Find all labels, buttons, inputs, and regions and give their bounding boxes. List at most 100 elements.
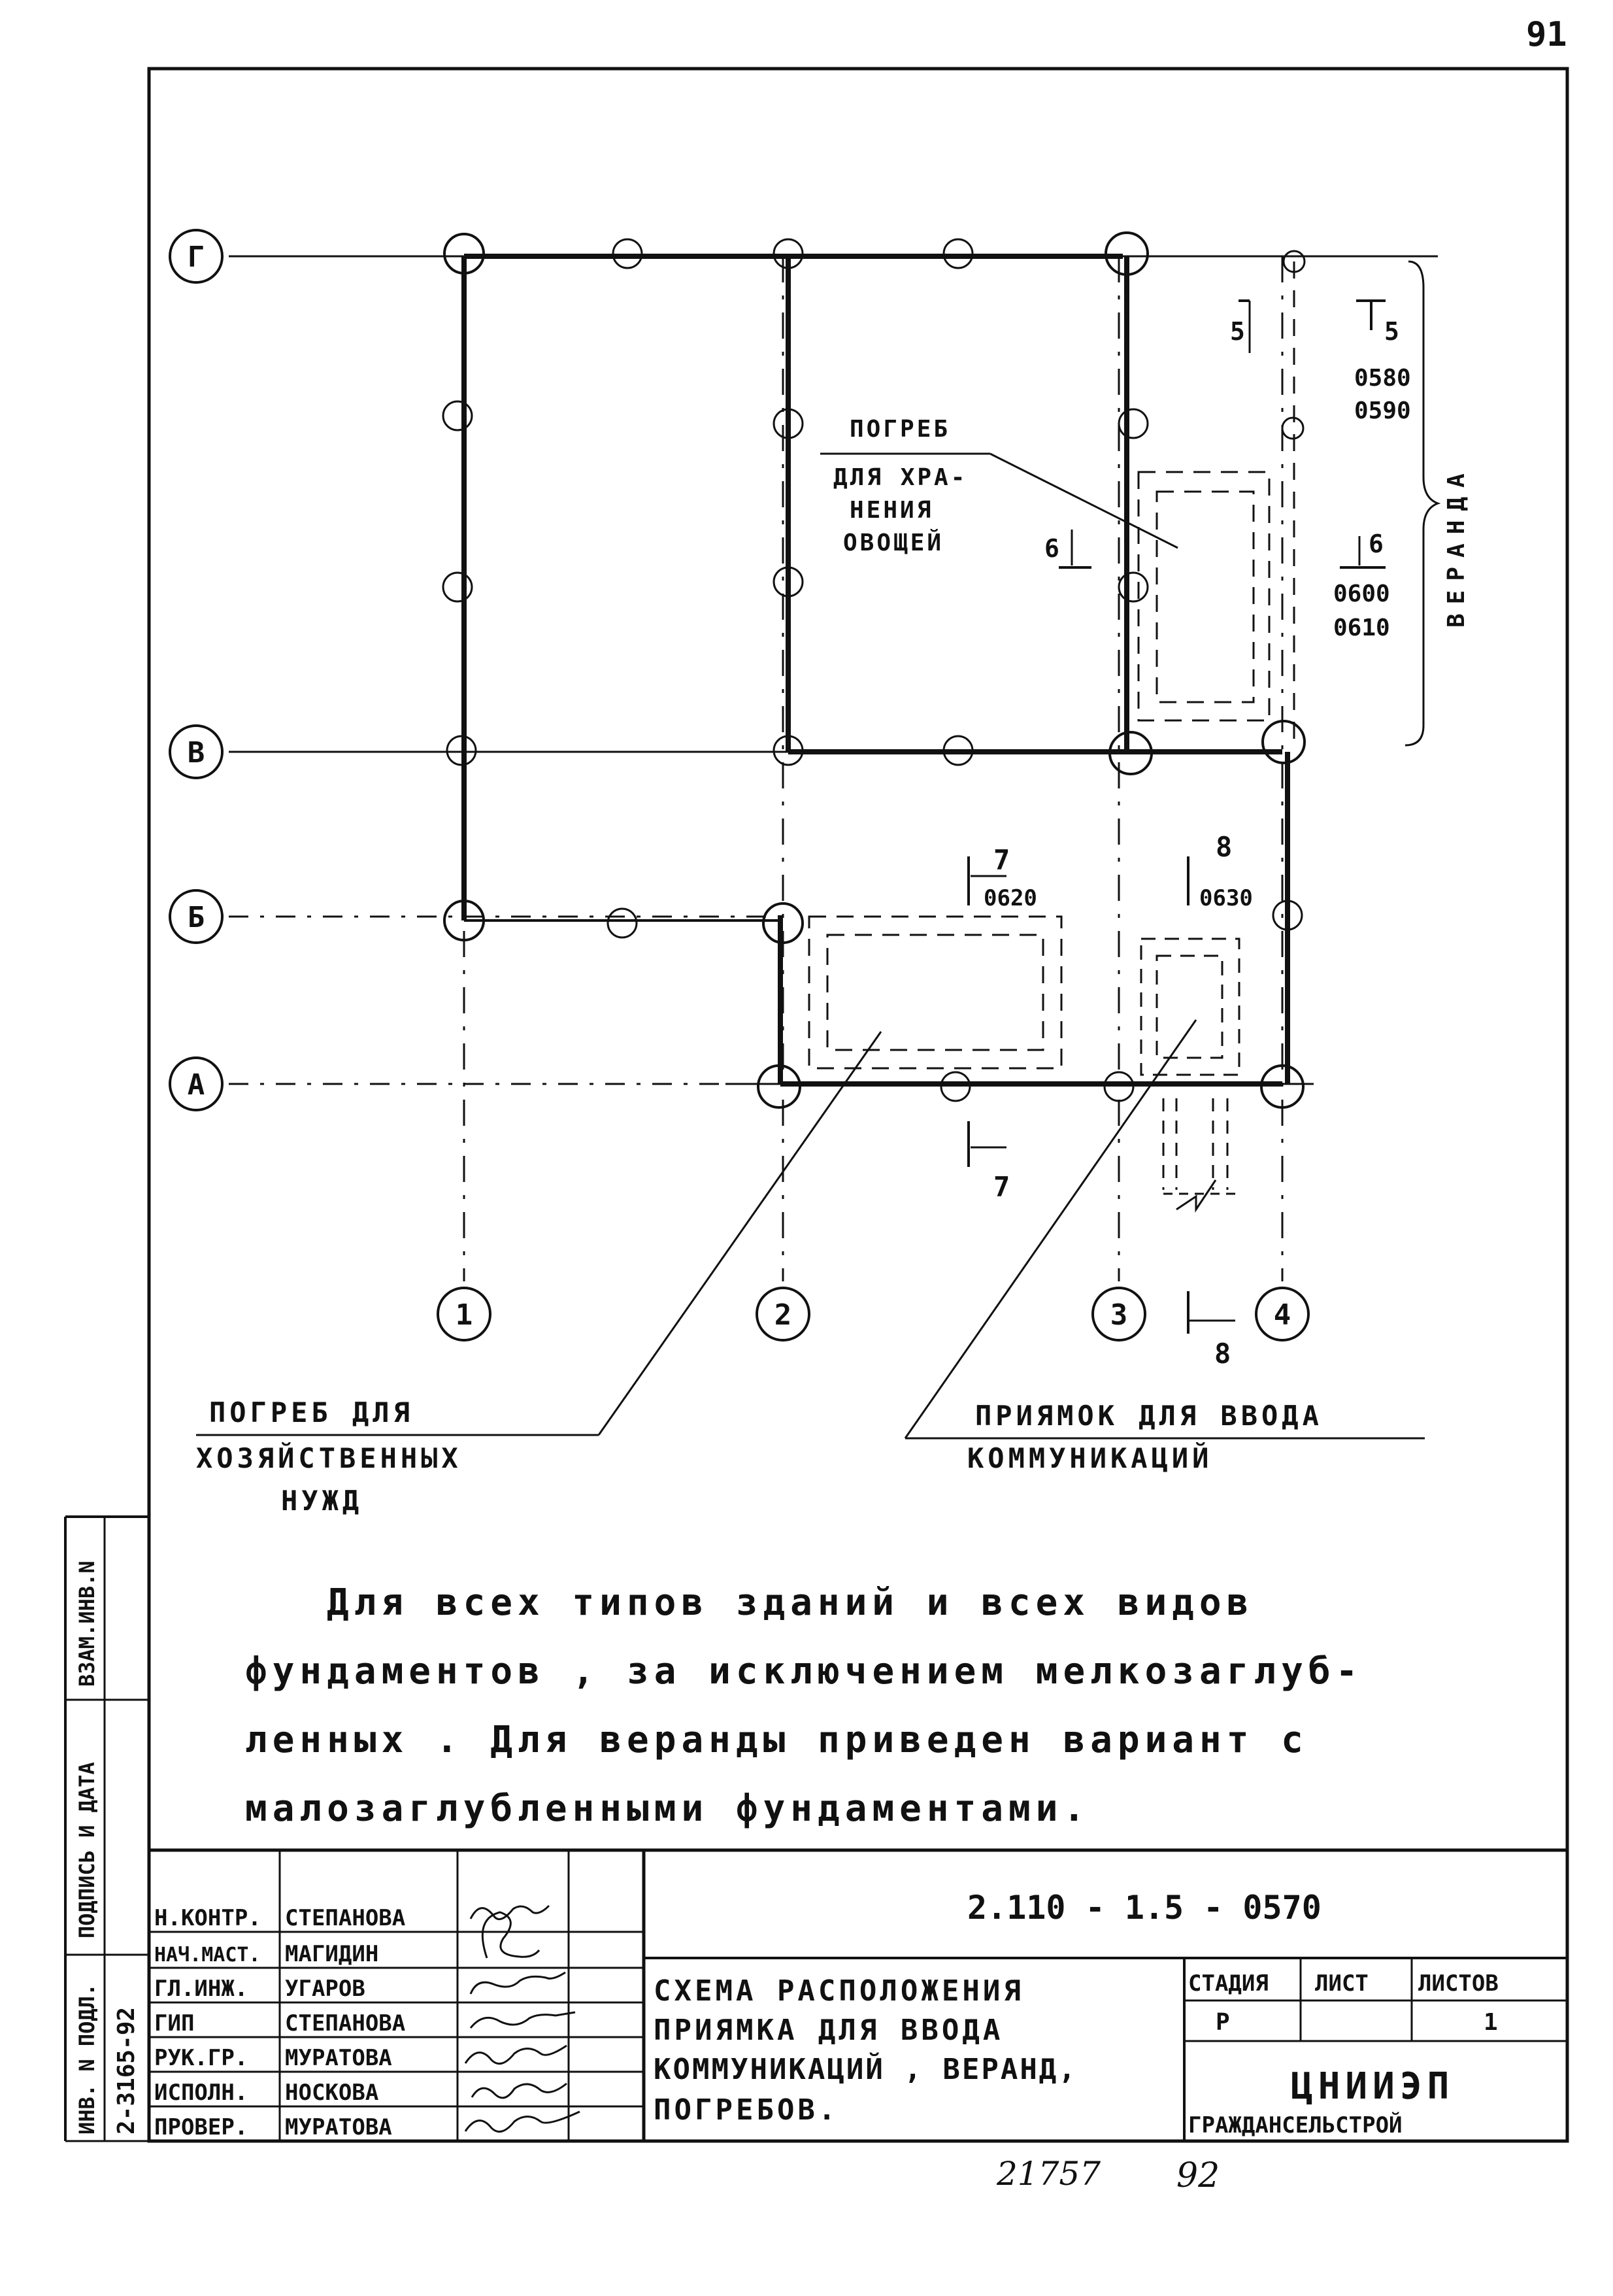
- svg-text:0620: 0620: [984, 885, 1037, 911]
- grid-axes: [229, 255, 1438, 1281]
- document-code: 2.110 - 1.5 - 0570: [967, 1889, 1322, 1927]
- label-veranda: ВЕРАНДА: [1443, 464, 1470, 628]
- svg-text:СТАДИЯ: СТАДИЯ: [1188, 1970, 1269, 1997]
- svg-text:7: 7: [993, 844, 1010, 876]
- staff-role: ГИП: [154, 2010, 194, 2036]
- svg-text:1: 1: [456, 1298, 473, 1332]
- svg-text:Р: Р: [1216, 2009, 1230, 2036]
- svg-text:фундаментов , за исключением: фундаментов , за исключением мелкозаглуб…: [245, 1650, 1363, 1693]
- svg-text:ЛИСТ: ЛИСТ: [1315, 1970, 1369, 1997]
- staff-role: НАЧ.МАСТ.: [154, 1944, 261, 1967]
- section-mark-8: 8 0630 8: [1187, 831, 1253, 1370]
- org-name: ЦНИИЭП: [1291, 2065, 1454, 2108]
- staff-name: СТЕПАНОВА: [285, 2010, 405, 2036]
- svg-text:0630: 0630: [1199, 885, 1253, 911]
- svg-text:4: 4: [1274, 1298, 1291, 1332]
- label-cellar-vegetables: ПОГРЕБ ДЛЯ ХРА- НЕНИЯ ОВОЩЕЙ: [833, 416, 967, 556]
- svg-text:малозаглубленными фундамента: малозаглубленными фундаментами.: [245, 1787, 1090, 1830]
- svg-text:Б: Б: [188, 901, 205, 934]
- ref-0610: 0610: [1333, 615, 1390, 641]
- staff-rows: Н.КОНТР. СТЕПАНОВА НАЧ.МАСТ. МАГИДИН ГЛ.…: [154, 1905, 405, 2140]
- ref-0580: 0580: [1354, 365, 1411, 392]
- label-cellar-household: ПОГРЕБ ДЛЯ ХОЗЯЙСТВЕННЫХ НУЖД: [196, 1396, 462, 1517]
- svg-text:8: 8: [1214, 1338, 1231, 1370]
- svg-text:ленных . Для веранды приведен: ленных . Для веранды приведен вариант с: [245, 1719, 1308, 1761]
- utility-pit: [1140, 937, 1242, 1213]
- svg-text:ПОГРЕБОВ.: ПОГРЕБОВ.: [654, 2093, 839, 2127]
- side-stamp: ВЗАМ.ИНВ.N ПОДПИСЬ И ДАТА ИНВ. N ПОДЛ. 2…: [64, 1515, 149, 2142]
- svg-text:СХЕМА РАСПОЛОЖЕНИЯ: СХЕМА РАСПОЛОЖЕНИЯ: [654, 1974, 1024, 2008]
- label-utility-pit: ПРИЯМОК ДЛЯ ВВОДА КОММУНИКАЦИЙ: [967, 1400, 1323, 1474]
- axis-bubble-V: В: [169, 724, 224, 779]
- svg-text:Для всех типов зданий и в: Для всех типов зданий и всех видов: [327, 1581, 1254, 1624]
- svg-text:6: 6: [1369, 530, 1384, 558]
- svg-text:8: 8: [1216, 831, 1232, 863]
- staff-role: ГЛ.ИНЖ.: [154, 1976, 248, 2002]
- podpis-data-label: ПОДПИСЬ И ДАТА: [75, 1762, 99, 1938]
- vzam-inv-label: ВЗАМ.ИНВ.N: [75, 1561, 99, 1687]
- svg-text:5: 5: [1384, 317, 1399, 346]
- inv-podl-label: ИНВ. N ПОДЛ.: [75, 1984, 99, 2135]
- ref-0590: 0590: [1354, 397, 1411, 424]
- svg-text:ПОГРЕБ ДЛЯ: ПОГРЕБ ДЛЯ: [209, 1396, 414, 1428]
- drawing-title: СХЕМА РАСПОЛОЖЕНИЯ ПРИЯМКА ДЛЯ ВВОДА КОМ…: [654, 1974, 1078, 2127]
- page-number: 91: [1526, 15, 1567, 54]
- axis-bubble-2: 2: [756, 1287, 810, 1342]
- axis-bubble-4: 4: [1255, 1287, 1310, 1342]
- footer-number-2: 92: [1176, 2156, 1220, 2195]
- staff-name: МУРАТОВА: [285, 2045, 392, 2071]
- cellar-vegetables: [1137, 471, 1271, 722]
- staff-name: УГАРОВ: [285, 1976, 365, 2002]
- svg-text:КОММУНИКАЦИЙ , ВЕРАНД,: КОММУНИКАЦИЙ , ВЕРАНД,: [654, 2051, 1078, 2086]
- svg-text:В: В: [188, 736, 205, 769]
- staff-name: НОСКОВА: [285, 2080, 378, 2106]
- staff-role: РУК.ГР.: [154, 2045, 248, 2071]
- svg-text:ЛИСТОВ: ЛИСТОВ: [1418, 1970, 1499, 1997]
- axis-bubble-B: Б: [169, 889, 224, 944]
- building-walls: [461, 254, 1295, 1087]
- axis-bubble-G: Г: [169, 229, 224, 284]
- svg-text:ДЛЯ ХРА-: ДЛЯ ХРА-: [833, 464, 967, 491]
- axis-bubble-A: А: [169, 1056, 224, 1111]
- svg-text:ПОГРЕБ: ПОГРЕБ: [850, 416, 950, 443]
- section-mark-5: 5 5: [1230, 299, 1399, 353]
- footer-number-1: 21757: [996, 2155, 1101, 2193]
- cellar-household: [808, 915, 1063, 1070]
- svg-text:2: 2: [774, 1298, 792, 1332]
- frame: [147, 67, 1569, 2143]
- svg-text:7: 7: [993, 1171, 1010, 1203]
- staff-name: СТЕПАНОВА: [285, 1905, 405, 1931]
- svg-text:ОВОЩЕЙ: ОВОЩЕЙ: [843, 529, 944, 556]
- staff-name: МУРАТОВА: [285, 2114, 392, 2140]
- title-block: [149, 1848, 1567, 2141]
- staff-role: ИСПОЛН.: [154, 2080, 248, 2106]
- axis-bubble-1: 1: [437, 1287, 491, 1342]
- org-subname: ГРАЖДАНСЕЛЬСТРОЙ: [1188, 2112, 1403, 2138]
- inv-number: 2-3165-92: [113, 2007, 140, 2135]
- general-note: Для всех типов зданий и всех видов фунда…: [245, 1581, 1363, 1830]
- veranda-brace: [1405, 260, 1441, 747]
- columns: [442, 231, 1306, 1109]
- section-mark-6: 6 6: [1044, 530, 1386, 569]
- section-mark-7: 7 0620 7: [967, 844, 1037, 1203]
- svg-text:А: А: [188, 1068, 205, 1102]
- axis-bubble-3: 3: [1091, 1287, 1146, 1342]
- svg-text:КОММУНИКАЦИЙ: КОММУНИКАЦИЙ: [967, 1442, 1212, 1474]
- svg-text:ХОЗЯЙСТВЕННЫХ: ХОЗЯЙСТВЕННЫХ: [196, 1442, 462, 1474]
- stage-sheet-table: СТАДИЯ ЛИСТ ЛИСТОВ Р 1: [1188, 1970, 1499, 2036]
- staff-role: ПРОВЕР.: [154, 2114, 248, 2140]
- svg-text:ПРИЯМКА ДЛЯ ВВОДА: ПРИЯМКА ДЛЯ ВВОДА: [654, 2014, 1003, 2047]
- signatures: [464, 1904, 580, 2133]
- svg-text:1: 1: [1484, 2009, 1498, 2036]
- svg-text:5: 5: [1230, 317, 1245, 346]
- svg-text:ПРИЯМОК ДЛЯ ВВОДА: ПРИЯМОК ДЛЯ ВВОДА: [975, 1400, 1323, 1432]
- svg-text:Г: Г: [188, 241, 205, 274]
- svg-text:НЕНИЯ: НЕНИЯ: [850, 497, 933, 524]
- svg-text:НУЖД: НУЖД: [281, 1485, 363, 1517]
- staff-role: Н.КОНТР.: [154, 1905, 261, 1931]
- svg-text:6: 6: [1044, 534, 1059, 563]
- staff-name: МАГИДИН: [285, 1941, 378, 1967]
- leader-lines: [196, 452, 1425, 1440]
- svg-text:3: 3: [1110, 1298, 1128, 1332]
